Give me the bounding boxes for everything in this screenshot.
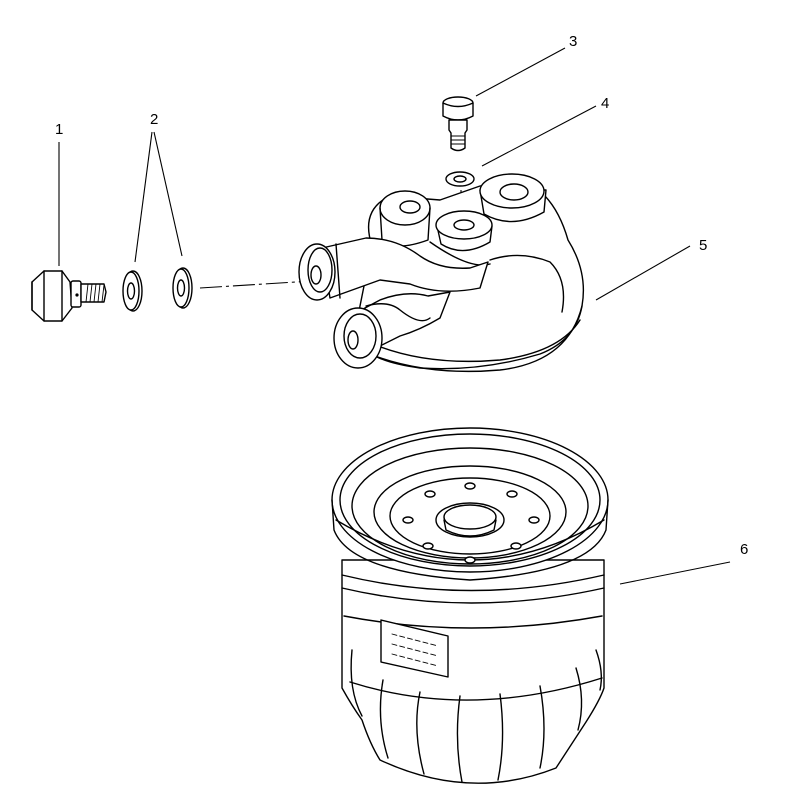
leader-6	[619, 561, 731, 585]
part-6-filter-cartridge	[331, 427, 609, 784]
part-3-small-bolt	[442, 96, 474, 152]
label-plate-lines	[391, 633, 439, 667]
callout-4: 4	[601, 95, 609, 112]
label-plate	[380, 619, 449, 678]
leader-lines	[58, 47, 731, 585]
washer-right	[172, 267, 193, 309]
part-2-washers	[122, 267, 193, 312]
assembly-axis-line	[199, 280, 313, 289]
callout-1: 1	[55, 121, 63, 138]
cartridge-oil-holes	[402, 482, 540, 564]
leader-4	[481, 105, 597, 167]
leader-5	[595, 245, 691, 301]
leader-2b	[153, 131, 183, 257]
callout-5: 5	[699, 237, 707, 254]
part-1-hex-bolt	[31, 270, 107, 322]
callout-6: 6	[740, 541, 748, 558]
part-4-small-washer	[445, 171, 475, 187]
washer-left	[122, 270, 143, 312]
leader-3	[475, 47, 566, 97]
callout-2: 2	[150, 111, 158, 128]
cartridge-flutes	[349, 649, 603, 783]
callout-3: 3	[569, 33, 577, 50]
leader-2a	[134, 131, 153, 263]
bolt-threads	[85, 283, 105, 303]
part-5-filter-head	[298, 173, 585, 373]
